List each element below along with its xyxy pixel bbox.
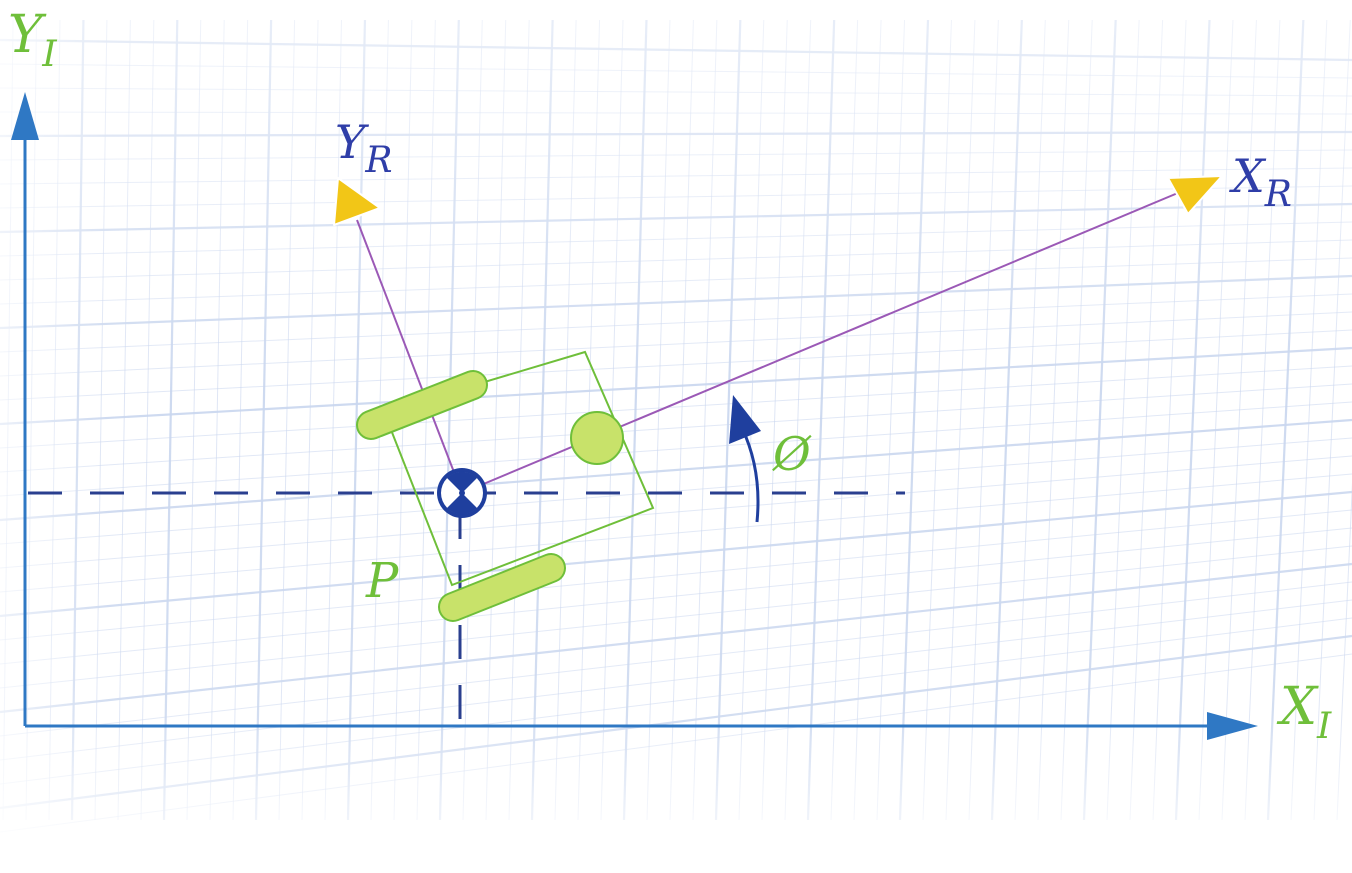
angle-label: Ø — [772, 427, 812, 481]
wheel-bottom-fill — [440, 555, 564, 620]
rotation-angle-arrow — [729, 395, 761, 523]
robot-y-axis — [356, 219, 463, 494]
robot-x-label: XR — [1229, 149, 1292, 215]
inertial-y-label: YI — [8, 5, 57, 75]
wheel-top-fill — [358, 372, 486, 438]
angle-arrowhead — [729, 395, 761, 444]
inertial-frame — [11, 92, 1258, 740]
center-of-mass-icon — [437, 468, 487, 518]
point-label: P — [365, 553, 399, 609]
robot-y-label: YR — [335, 115, 392, 181]
robot-chassis — [382, 350, 655, 587]
robot-body — [356, 350, 655, 622]
inertial-x-arrowhead — [1207, 712, 1258, 740]
robot-y-arrowhead — [333, 177, 381, 226]
caster-wheel — [570, 411, 624, 465]
robot-x-arrowhead — [1167, 175, 1223, 215]
inertial-y-arrowhead — [11, 92, 39, 140]
inertial-x-label: XI — [1276, 677, 1332, 747]
